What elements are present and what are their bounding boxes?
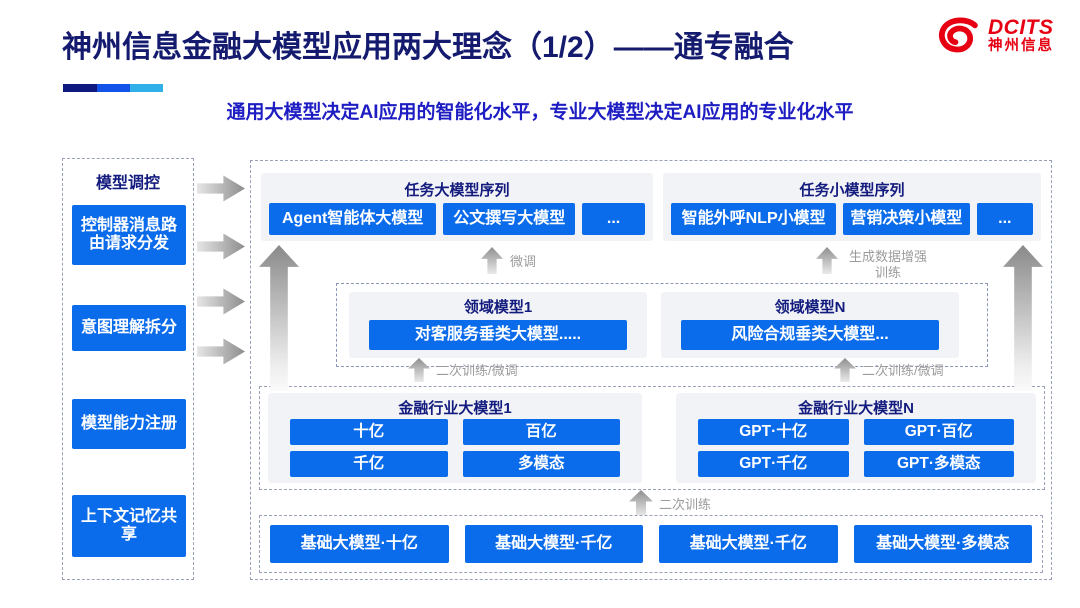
group-title: 领域模型N	[774, 299, 846, 316]
flow-label-retrain: 二次训练	[659, 497, 712, 512]
accent-segment	[63, 84, 97, 92]
task-large-model-group: 任务大模型序列 Agent智能体大模型 公文撰写大模型 ...	[261, 173, 653, 241]
arrow-up-icon	[629, 490, 653, 516]
model-chip-marketing-decision: 营销决策小模型	[843, 203, 970, 235]
arrow-up-icon	[816, 247, 838, 274]
model-architecture-panel: 任务大模型序列 Agent智能体大模型 公文撰写大模型 ... 任务小模型序列 …	[250, 160, 1052, 580]
industry-model-n-group: 金融行业大模型N GPT·十亿 GPT·百亿 GPT·千亿 GPT·多模态	[676, 393, 1036, 483]
logo-brand-cn: 神州信息	[988, 38, 1054, 55]
model-chip-ellipsis: ...	[582, 203, 646, 235]
logo-brand: DCITS	[988, 16, 1054, 40]
slide-subtitle: 通用大模型决定AI应用的智能化水平，专业大模型决定AI应用的专业化水平	[226, 102, 854, 123]
group-title: 任务小模型序列	[799, 182, 905, 199]
domain-models-panel: 领域模型1 对客服务垂类大模型..... 领域模型N 风险合规垂类大模型...	[336, 283, 988, 367]
chip-row: Agent智能体大模型 公文撰写大模型 ...	[269, 203, 646, 235]
arrow-up-icon	[481, 247, 503, 274]
sidebar-title: 模型调控	[95, 175, 160, 192]
model-grid: GPT·十亿 GPT·百亿 GPT·千亿 GPT·多模态	[698, 419, 1014, 477]
sidebar-item-intent-split: 意图理解拆分	[72, 305, 186, 351]
model-chip-1b: 十亿	[290, 419, 448, 445]
accent-segment	[97, 84, 130, 92]
group-title: 任务大模型序列	[404, 182, 510, 199]
arrow-up-icon	[259, 245, 299, 391]
model-chip-multimodal: 多模态	[462, 451, 620, 477]
flow-label-retrain-finetune: 二次训练/微调	[436, 363, 518, 378]
group-title: 金融行业大模型N	[798, 400, 914, 417]
model-chip-base-100b: 基础大模型·千亿	[464, 525, 643, 563]
industry-models-panel: 金融行业大模型1 十亿 百亿 千亿 多模态 金融行业大模型N GPT·十亿 GP…	[259, 386, 1045, 490]
logo: DCITS 神州信息	[936, 16, 1054, 56]
model-chip-base-100b-2: 基础大模型·千亿	[659, 525, 838, 563]
model-control-panel: 模型调控 控制器消息路由请求分发 意图理解拆分 模型能力注册 上下文记忆共享	[62, 158, 194, 580]
logo-text: DCITS 神州信息	[988, 17, 1054, 54]
arrow-right-icon	[197, 233, 245, 260]
sidebar-item-message-routing: 控制器消息路由请求分发	[72, 205, 186, 265]
model-chip-base-multimodal: 基础大模型·多模态	[853, 525, 1032, 563]
group-title: 金融行业大模型1	[398, 400, 512, 417]
sidebar-item-context-memory: 上下文记忆共享	[72, 495, 186, 557]
model-chip-gpt-multimodal: GPT·多模态	[863, 451, 1014, 477]
dcits-logo-icon	[939, 17, 978, 53]
arrow-right-icon	[197, 288, 245, 315]
accent-segment	[130, 84, 163, 92]
model-chip-gpt-10b: GPT·百亿	[863, 419, 1014, 445]
task-small-model-group: 任务小模型序列 智能外呼NLP小模型 营销决策小模型 ...	[663, 173, 1041, 241]
flow-label-gen-data: 生成数据增强训练	[848, 249, 927, 281]
model-chip-ellipsis: ...	[976, 203, 1033, 235]
sidebar-item-capability-register: 模型能力注册	[72, 399, 186, 449]
base-models-panel: 基础大模型·十亿 基础大模型·千亿 基础大模型·千亿 基础大模型·多模态	[259, 515, 1043, 573]
model-grid: 十亿 百亿 千亿 多模态	[290, 419, 620, 477]
flow-label-retrain-finetune: 二次训练/微调	[862, 363, 944, 378]
domain-model-n-group: 领域模型N 风险合规垂类大模型...	[661, 292, 959, 358]
model-chip-gpt-100b: GPT·千亿	[698, 451, 849, 477]
domain-model-1-group: 领域模型1 对客服务垂类大模型.....	[349, 292, 647, 358]
page-title: 神州信息金融大模型应用两大理念（1/2）——通专融合	[62, 31, 794, 64]
model-chip-agent: Agent智能体大模型	[269, 203, 437, 235]
arrow-right-icon	[197, 338, 245, 365]
model-chip-gpt-1b: GPT·十亿	[698, 419, 849, 445]
arrow-up-icon	[1003, 245, 1043, 391]
arrow-right-icon	[197, 175, 245, 202]
accent-bar	[63, 84, 163, 92]
model-chip-risk-compliance: 风险合规垂类大模型...	[681, 320, 939, 350]
model-chip-customer-service: 对客服务垂类大模型.....	[369, 320, 627, 350]
model-chip-100b: 千亿	[290, 451, 448, 477]
model-chip-10b: 百亿	[462, 419, 620, 445]
industry-model-1-group: 金融行业大模型1 十亿 百亿 千亿 多模态	[268, 393, 642, 483]
model-chip-base-1b: 基础大模型·十亿	[270, 525, 449, 563]
group-title: 领域模型1	[463, 299, 533, 316]
model-chip-document-writing: 公文撰写大模型	[443, 203, 576, 235]
flow-label-finetune: 微调	[510, 254, 537, 269]
model-chip-outbound-nlp: 智能外呼NLP小模型	[671, 203, 837, 235]
chip-row: 智能外呼NLP小模型 营销决策小模型 ...	[671, 203, 1033, 235]
